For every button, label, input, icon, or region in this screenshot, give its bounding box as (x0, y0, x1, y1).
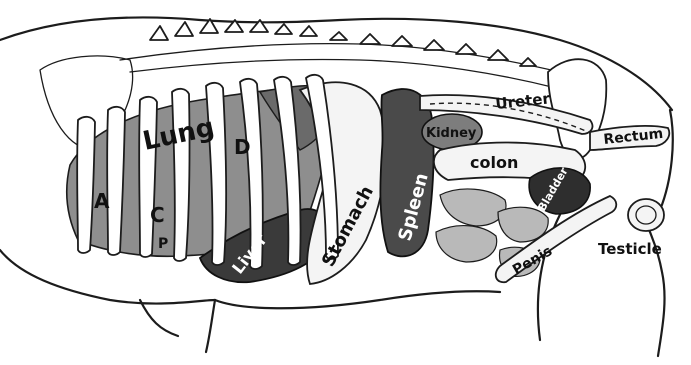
label-colon: colon (470, 153, 518, 172)
label-d: D (234, 135, 251, 159)
label-c: C (150, 203, 165, 227)
vertebral-column (120, 19, 560, 88)
label-a: A (94, 189, 110, 213)
testicle (628, 199, 664, 231)
label-kidney: Kidney (426, 126, 477, 141)
label-testicle: Testicle (598, 240, 662, 258)
label-p: P (158, 236, 168, 252)
